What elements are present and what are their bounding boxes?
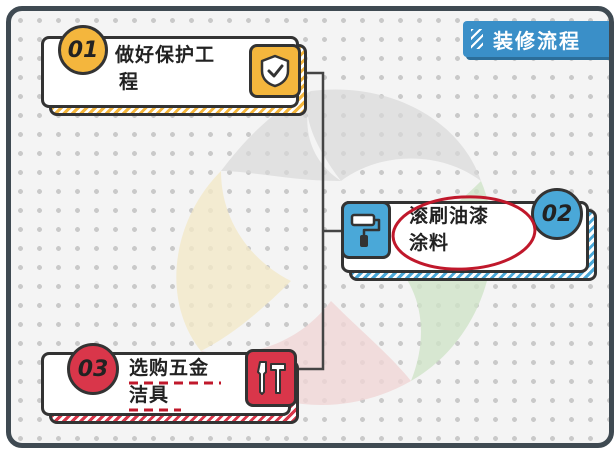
step-03-label: 选购五金 洁具 [129, 355, 209, 409]
step-01-label-line1: 做好保护工 [115, 44, 216, 66]
step-connector [299, 71, 341, 371]
diagram-title-tag: 装修流程 [463, 21, 609, 57]
title-dashes-decoration [471, 29, 483, 49]
step-02-label: 滚刷油漆 涂料 [409, 203, 489, 257]
step-03-number: 03 [77, 356, 109, 382]
diagram-frame: 装修流程 01 做好保护工 程 [6, 6, 614, 448]
step-01-number: 01 [67, 37, 99, 63]
paint-roller-icon [341, 201, 391, 259]
step-02-label-line2: 涂料 [409, 232, 450, 254]
diagram-title: 装修流程 [493, 28, 581, 53]
step-01-label: 做好保护工 程 [115, 42, 215, 96]
step-02-badge: 02 [531, 188, 583, 240]
step-02-label-line1: 滚刷油漆 [409, 205, 490, 227]
step-01-badge: 01 [58, 25, 108, 75]
shield-check-icon [249, 44, 301, 98]
step-02-number: 02 [541, 201, 573, 227]
step-03-label-line2: 洁具 [129, 384, 170, 406]
step-03-badge: 03 [67, 343, 119, 395]
tools-icon [245, 349, 297, 407]
step-03-label-line1: 选购五金 [129, 357, 210, 379]
step-01-label-line2: 程 [119, 71, 140, 93]
